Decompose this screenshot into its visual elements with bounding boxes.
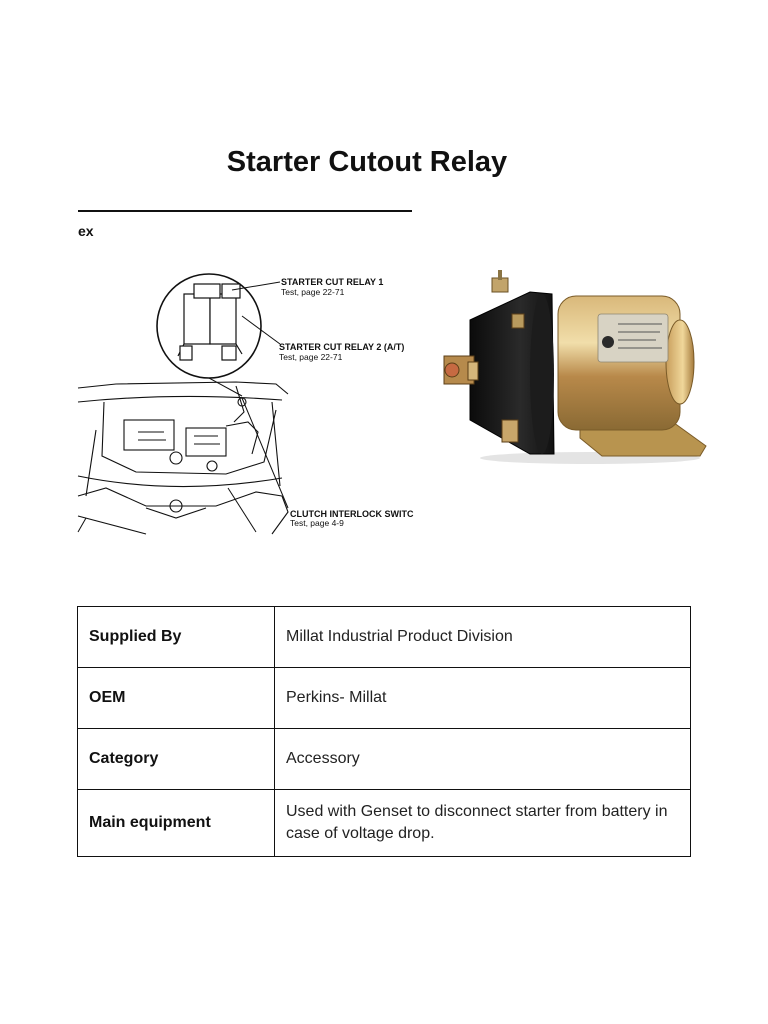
table-row: Category Accessory (77, 728, 691, 790)
table-row: Supplied By Millat Industrial Product Di… (77, 606, 691, 668)
relay-product-photo (430, 270, 710, 470)
table-row: Main equipment Used with Genset to disco… (77, 789, 691, 857)
row-key: OEM (77, 667, 275, 729)
table-row: OEM Perkins- Millat (77, 667, 691, 729)
engine-bay-relay-diagram: ex STARTER CUT RELAY 1 Test, page 22-71 … (76, 196, 416, 540)
row-value: Used with Genset to disconnect starter f… (274, 789, 691, 857)
row-value: Millat Industrial Product Division (274, 606, 691, 668)
label-relay-1-test: Test, page 22-71 (281, 287, 345, 297)
label-starter-cut-relay-1: STARTER CUT RELAY 1 (281, 277, 383, 287)
label-starter-cut-relay-2: STARTER CUT RELAY 2 (A/T) (279, 342, 404, 352)
label-relay-2-test: Test, page 22-71 (279, 352, 343, 362)
row-key: Main equipment (77, 789, 275, 857)
label-clutch-test: Test, page 4-9 (290, 518, 344, 528)
row-key: Category (77, 728, 275, 790)
row-value: Perkins- Millat (274, 667, 691, 729)
row-value: Accessory (274, 728, 691, 790)
diagram-header-fragment: ex (78, 223, 94, 239)
row-key: Supplied By (77, 606, 275, 668)
spec-table: Supplied By Millat Industrial Product Di… (77, 606, 691, 857)
page-title: Starter Cutout Relay (226, 146, 508, 178)
label-clutch-interlock-switch: CLUTCH INTERLOCK SWITC (290, 509, 414, 519)
